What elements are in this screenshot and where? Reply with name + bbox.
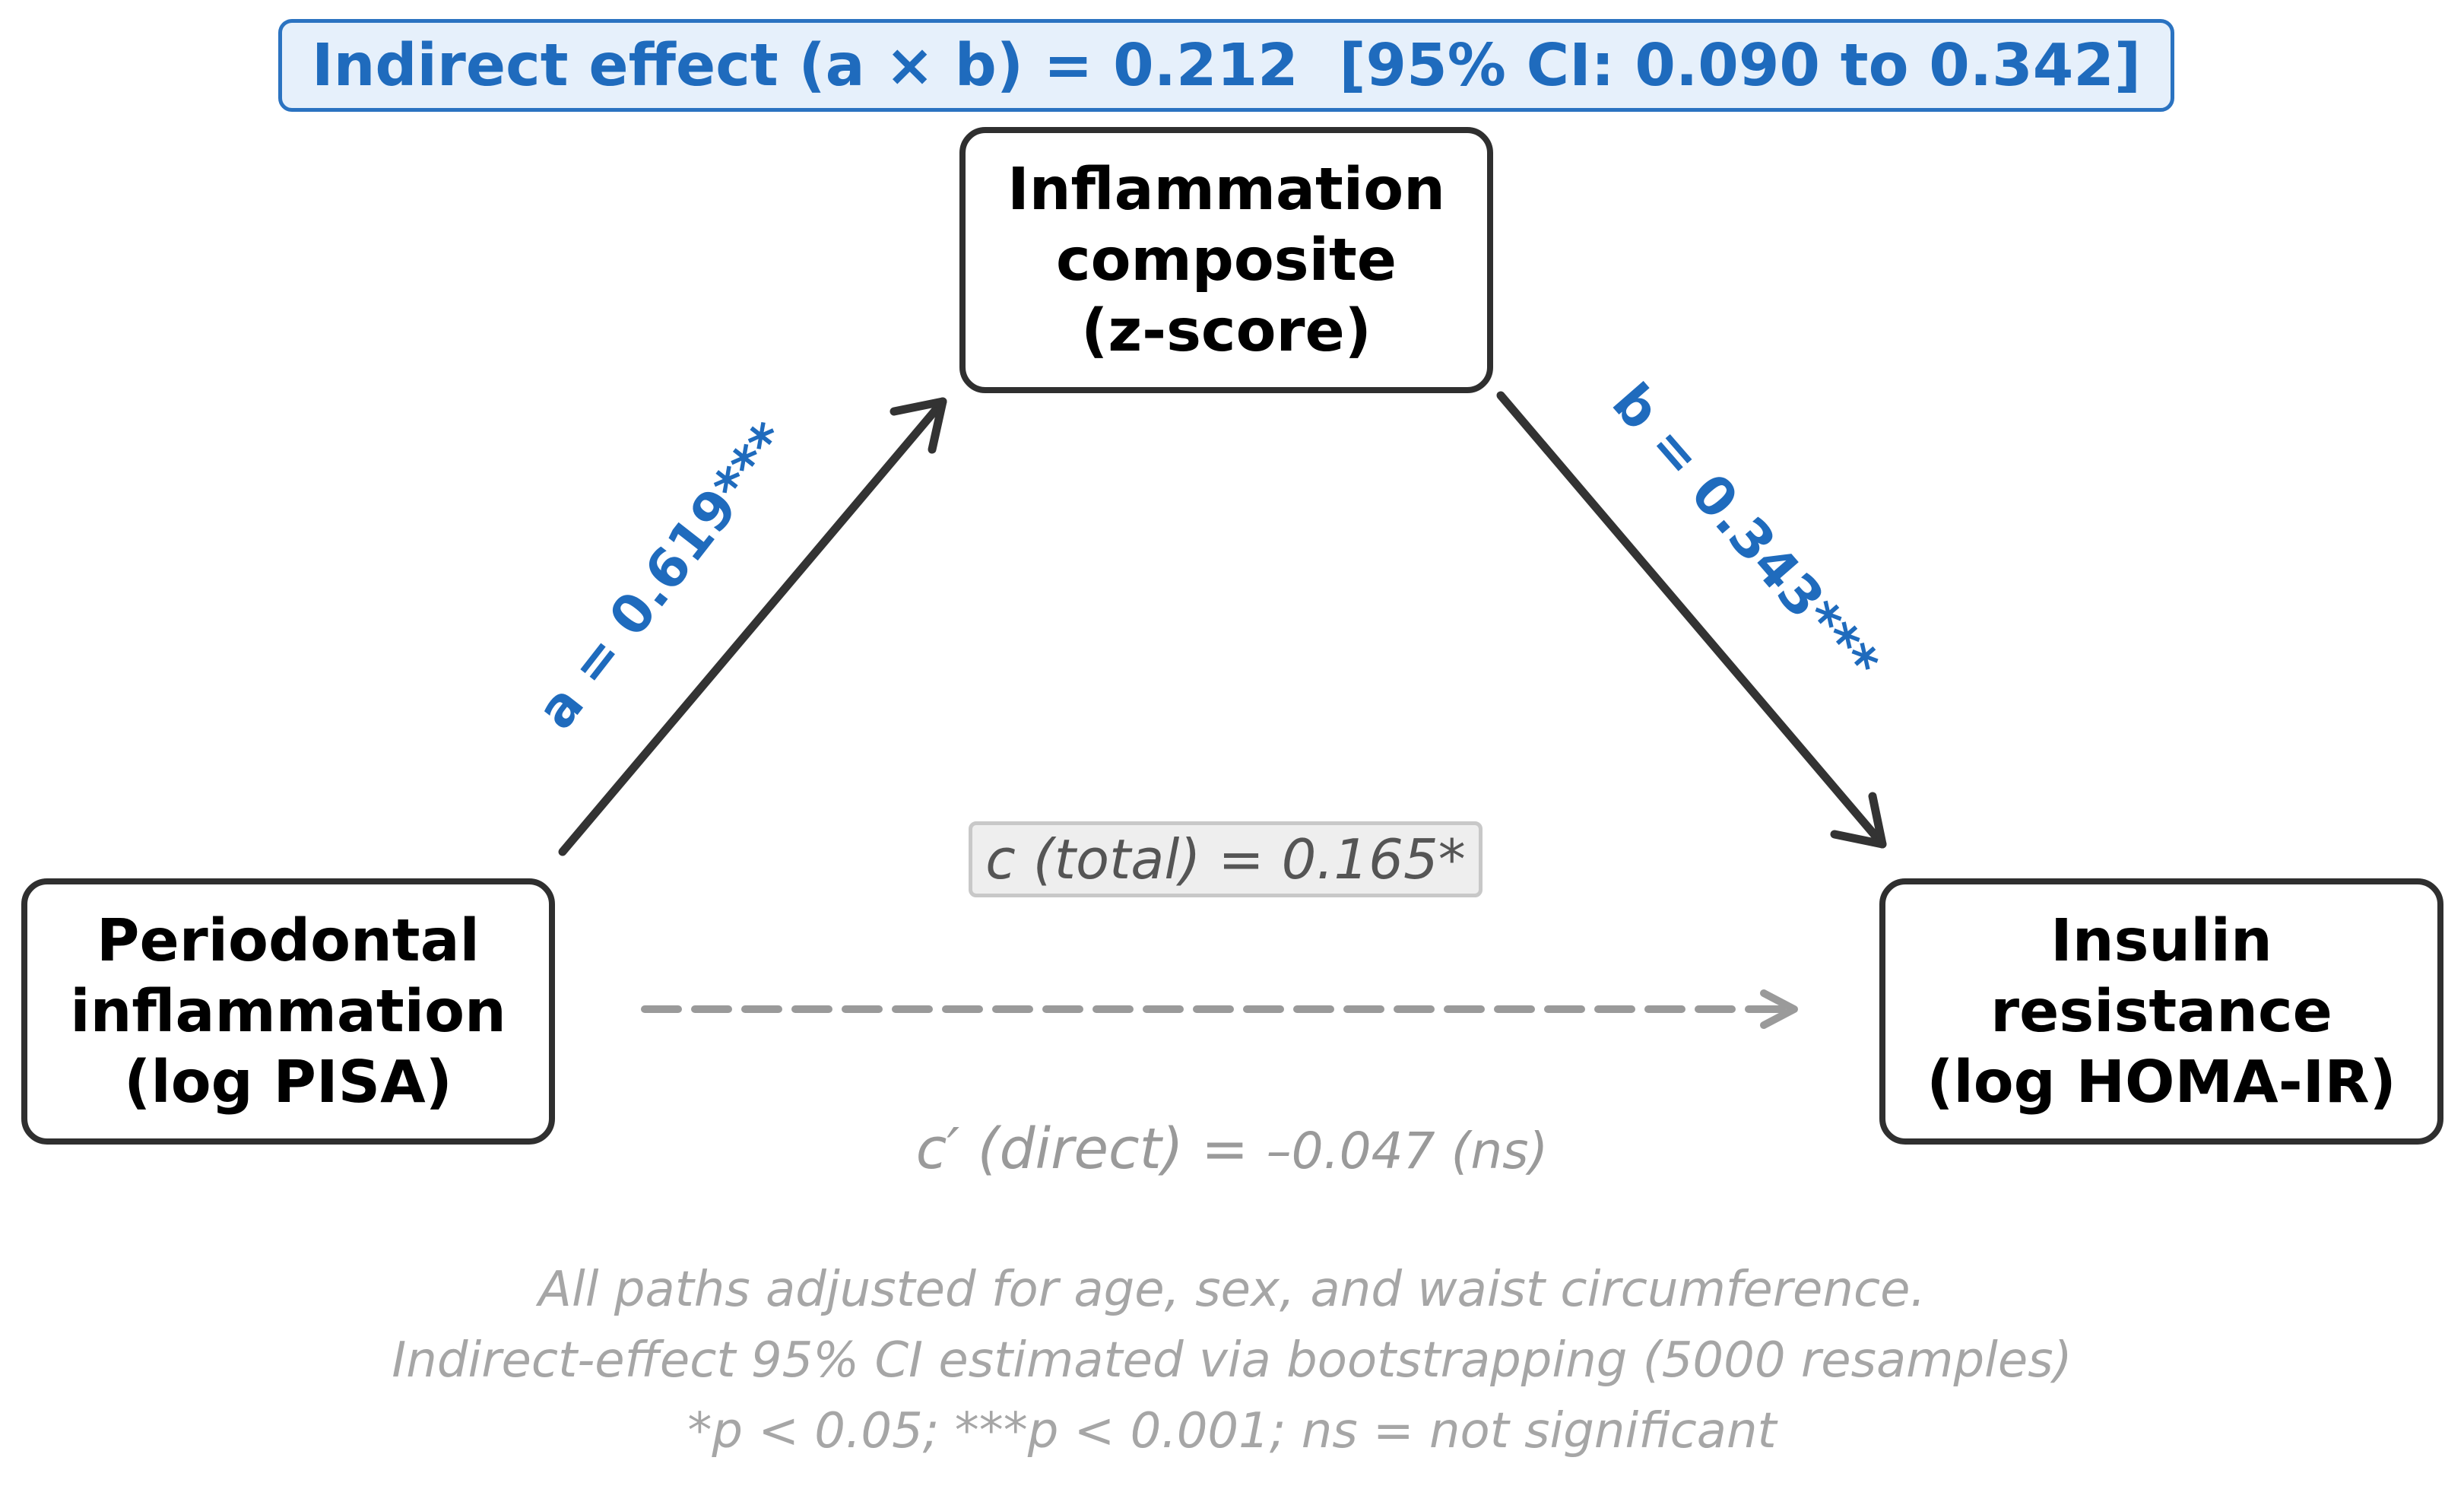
outcome-line-3: (log HOMA-IR) [1926, 1048, 2396, 1116]
arrow-b [1496, 391, 1887, 849]
mediator-line-2: composite [1055, 226, 1397, 294]
direct-effect-value: –0.047 (ns) [1266, 1122, 1549, 1180]
outcome-line-2: resistance [1990, 977, 2332, 1046]
footnote-2: Indirect-effect 95% CI estimated via boo… [392, 1332, 2072, 1389]
direct-effect-prefix: c′ (direct) = [915, 1116, 1267, 1182]
footnote-1: All paths adjusted for age, sex, and wai… [538, 1262, 1926, 1318]
indirect-effect-banner: Indirect effect (a × b) = 0.212 [95% CI:… [278, 19, 2174, 112]
arrow-a [558, 397, 947, 856]
predictor-line-3: (log PISA) [124, 1048, 452, 1116]
mediator-line-1: Inflammation [1007, 155, 1445, 224]
mediator-line-3: (z-score) [1081, 297, 1372, 365]
predictor-line-2: inflammation [70, 977, 506, 1046]
arrow-c-direct [641, 989, 1798, 1029]
footnotes: All paths adjusted for age, sex, and wai… [0, 1255, 2464, 1467]
footnote-3: *p < 0.05; ***p < 0.001; ns = not signif… [687, 1403, 1777, 1459]
total-effect-label: c (total) = 0.165* [969, 821, 1483, 897]
predictor-line-1: Periodontal [97, 907, 480, 975]
predictor-node: Periodontal inflammation (log PISA) [21, 878, 555, 1145]
mediator-node: Inflammation composite (z-score) [959, 127, 1493, 393]
direct-effect-label: c′ (direct) = –0.047 (ns) [0, 1116, 2464, 1182]
outcome-node: Insulin resistance (log HOMA-IR) [1879, 878, 2443, 1145]
outcome-line-1: Insulin [2050, 907, 2272, 975]
